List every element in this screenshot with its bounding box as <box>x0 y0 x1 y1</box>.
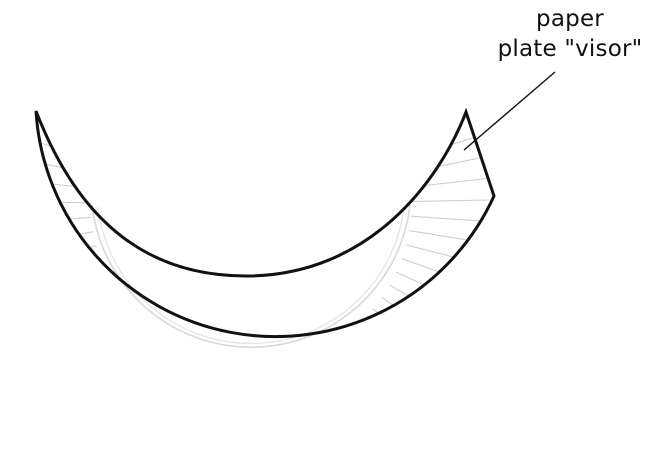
rim-rib <box>328 345 366 413</box>
rim-rib <box>408 157 484 173</box>
rim-rib <box>410 179 488 188</box>
rim-rib <box>46 286 113 325</box>
rim-rib <box>102 330 151 391</box>
rim-rib <box>382 297 446 342</box>
rim-rib <box>363 319 418 375</box>
rim-rib <box>411 200 489 202</box>
rim-rib <box>21 246 96 266</box>
rim-rib <box>273 363 284 440</box>
callout-leader-line <box>464 72 555 150</box>
rim-rib <box>27 260 100 287</box>
rim-rib <box>178 357 202 431</box>
rim-rib <box>288 361 306 437</box>
rim-rib <box>390 285 458 324</box>
rim-rib <box>241 365 244 443</box>
callout-line-2: plate "visor" <box>470 34 658 64</box>
rim-rib <box>406 245 482 264</box>
visor-outline <box>36 111 494 337</box>
rim-rib <box>373 309 432 360</box>
rim-rib <box>23 138 98 160</box>
rim-rib <box>58 298 121 343</box>
rim-rib <box>315 352 346 424</box>
plate-rim-ribs <box>13 116 489 443</box>
rim-rib <box>198 361 215 437</box>
rim-rib <box>86 320 140 376</box>
rim-rib <box>36 273 107 306</box>
rim-rib <box>302 357 327 431</box>
rim-rib <box>352 329 401 389</box>
rim-rib <box>138 346 175 415</box>
rim-rib <box>14 217 92 223</box>
rim-rib <box>220 364 230 441</box>
rim-rib <box>259 365 263 443</box>
rim-rib <box>411 216 489 221</box>
rim-rib <box>341 338 385 403</box>
rim-rib <box>119 338 162 403</box>
rim-rib <box>399 116 471 145</box>
rim-rib <box>13 202 91 203</box>
rim-rib <box>71 310 130 361</box>
callout-line-1: paper <box>470 4 658 34</box>
rim-rib <box>18 159 95 174</box>
visor-callout-label: paper plate "visor" <box>470 4 658 64</box>
rim-rib <box>157 352 188 424</box>
